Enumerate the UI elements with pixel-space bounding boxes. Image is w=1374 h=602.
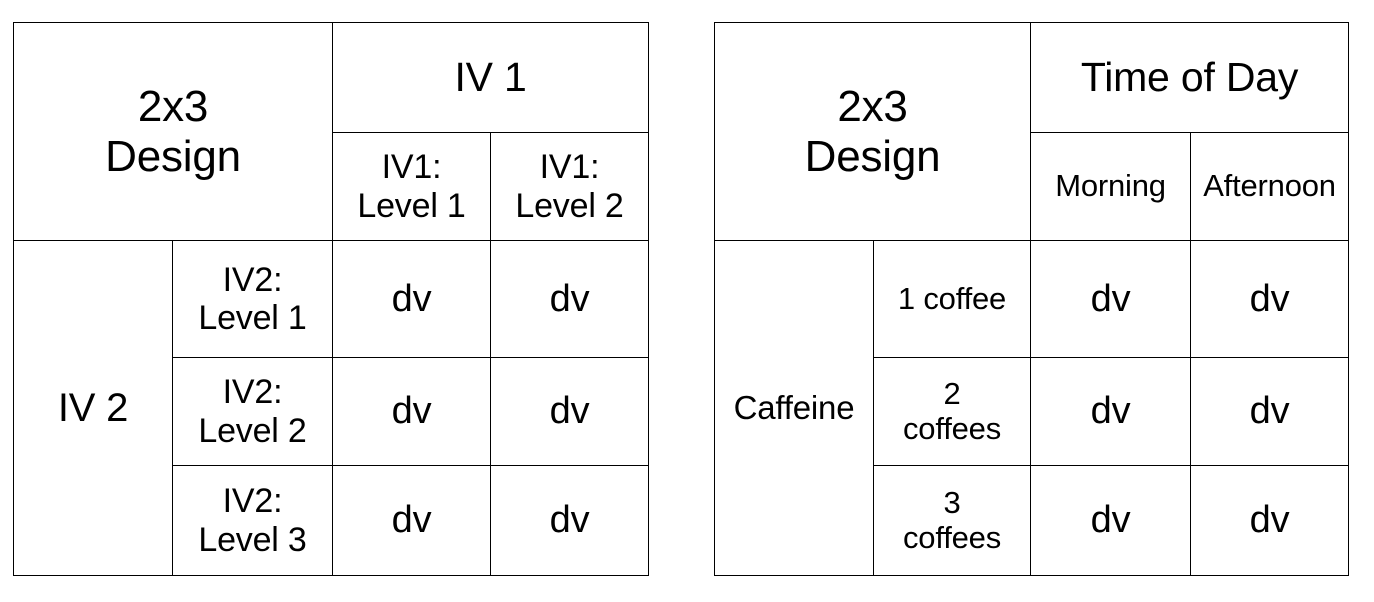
column-level-1-label: Morning [1055, 168, 1166, 204]
row-level-2-line2: coffees [903, 410, 1001, 446]
row-factor-label-cell: Caffeine [714, 240, 874, 576]
row-level-3-line1: IV2: [222, 482, 283, 521]
table-row: 2 coffees dv dv [715, 357, 1350, 466]
dv-cell: dv [332, 357, 492, 466]
dv-cell: dv [1190, 465, 1350, 576]
dv-value: dv [391, 390, 432, 433]
row-level-3-line2: coffees [903, 519, 1001, 555]
dv-cell: dv [490, 240, 650, 358]
table-row: 3 coffees dv dv [715, 465, 1350, 576]
table-row-header-sub: Morning Afternoon [715, 132, 1350, 241]
generic-design-table: 2x3 Design IV 1 IV1: Level 1 IV1: Level … [12, 22, 650, 576]
column-level-2-label: Afternoon [1203, 168, 1336, 204]
row-level-2-line1: IV2: [222, 373, 283, 412]
row-level-3-cell: IV2: Level 3 [171, 465, 334, 576]
dv-value: dv [1249, 499, 1290, 542]
column-factor-label: IV 1 [454, 53, 527, 100]
row-level-1-line2: Level 1 [198, 299, 307, 337]
row-level-2-cell: IV2: Level 2 [171, 357, 334, 466]
corner-title-line1: 2x3 [137, 82, 209, 132]
row-level-2-cell: 2 coffees [872, 357, 1032, 466]
column-factor-header-cell: IV 1 [332, 22, 650, 133]
row-factor-label: Caffeine [733, 388, 855, 426]
column-level-1-header-cell: IV1: Level 1 [332, 132, 492, 241]
dv-value: dv [549, 277, 590, 320]
row-factor-label-cell: IV 2 [13, 240, 173, 576]
row-level-2-line1: 2 [943, 375, 961, 411]
dv-cell: dv [1030, 465, 1192, 576]
column-factor-header-cell: Time of Day [1030, 22, 1350, 133]
row-level-1-line1: IV2: [222, 260, 283, 299]
corner-title-line2: Design [804, 131, 941, 181]
corner-title-cell: 2x3 Design [713, 22, 1032, 241]
dv-cell: dv [332, 465, 492, 576]
dv-cell: dv [490, 357, 650, 466]
dv-value: dv [1249, 390, 1290, 433]
table-row: IV 2 IV2: Level 1 dv dv [13, 240, 650, 576]
column-level-2-header-cell: IV1: Level 2 [490, 132, 650, 241]
dv-value: dv [1090, 390, 1131, 433]
column-level-1-line2: Level 1 [357, 186, 466, 225]
dv-cell: dv [1190, 240, 1350, 358]
row-level-3-line1: 3 [943, 484, 961, 520]
dv-cell: dv [490, 465, 650, 576]
corner-title-line2: Design [105, 131, 241, 181]
table-row-header-top: 2x3 Design IV 1 [12, 22, 650, 241]
dv-value: dv [1090, 277, 1131, 320]
row-level-1-line1: 1 coffee [897, 280, 1007, 316]
dv-value: dv [1249, 277, 1290, 320]
dv-value: dv [549, 499, 590, 542]
table-row: Caffeine 1 coffee dv dv [714, 240, 1350, 576]
dv-value: dv [549, 390, 590, 433]
column-factor-label: Time of Day [1080, 53, 1299, 100]
table-row-header-top: 2x3 Design Time of Day [713, 22, 1350, 241]
row-level-1-cell: 1 coffee [872, 240, 1032, 358]
dv-value: dv [1090, 499, 1131, 542]
column-level-1-header-cell: Morning [1030, 132, 1192, 241]
row-factor-label: IV 2 [57, 385, 129, 430]
dv-value: dv [391, 277, 432, 320]
row-level-1-cell: IV2: Level 1 [171, 240, 334, 358]
dv-cell: dv [1190, 357, 1350, 466]
column-level-2-line2: Level 2 [515, 186, 624, 225]
dv-cell: dv [332, 240, 492, 358]
column-level-1-line1: IV1: [381, 148, 442, 187]
table-row: IV2: Level 2 dv dv [14, 357, 650, 466]
column-level-2-line1: IV1: [539, 148, 600, 187]
dv-cell: dv [1030, 357, 1192, 466]
table-row: IV2: Level 3 dv dv [14, 465, 650, 576]
dv-cell: dv [1030, 240, 1192, 358]
example-design-table: 2x3 Design Time of Day Morning Afternoon… [713, 22, 1350, 576]
column-level-2-header-cell: Afternoon [1190, 132, 1350, 241]
row-level-3-cell: 3 coffees [872, 465, 1032, 576]
row-level-3-line2: Level 3 [198, 520, 307, 559]
row-level-2-line2: Level 2 [198, 411, 307, 450]
dv-value: dv [391, 499, 432, 542]
corner-title-line1: 2x3 [837, 82, 908, 132]
corner-title-cell: 2x3 Design [12, 22, 334, 241]
